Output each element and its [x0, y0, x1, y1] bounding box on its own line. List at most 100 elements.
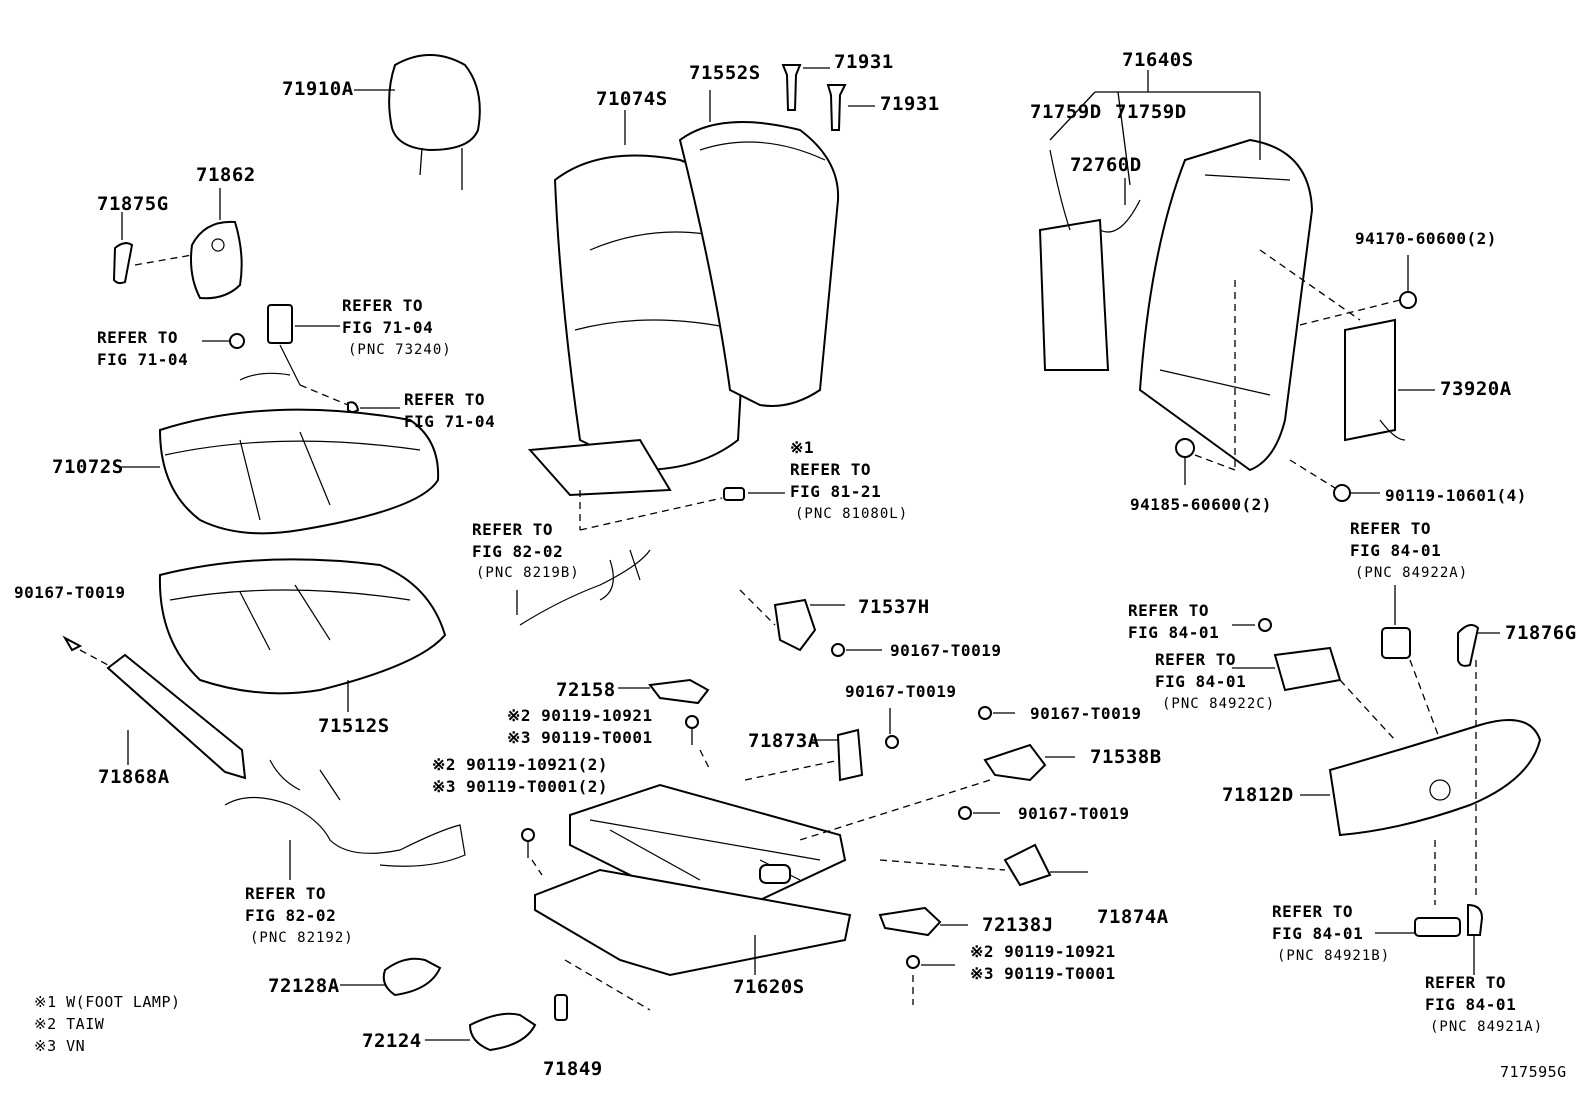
part-number-71876g: 71876G — [1505, 622, 1577, 644]
refer-to-pnc: (PNC 84922A) — [1355, 565, 1469, 581]
part-number-71537h: 71537H — [858, 596, 930, 618]
part-number-71759d: 71759D — [1115, 101, 1187, 123]
part-number-90119-vn: ※3 90119-T0001 — [507, 728, 653, 747]
refer-to-pnc: (PNC 81080L) — [795, 506, 909, 522]
refer-to-fig: FIG 71-04 — [97, 350, 189, 369]
part-number-71931: 71931 — [880, 93, 940, 115]
refer-to-label: REFER TO — [245, 884, 327, 903]
refer-to-fig: FIG 81-21 — [790, 482, 882, 501]
refer-to-pnc: (PNC 8219B) — [476, 565, 580, 581]
foot-lamp-connector-drawing — [579, 487, 785, 531]
nut-bolt-drawing — [1175, 280, 1380, 502]
refer-to-label: REFER TO — [404, 390, 486, 409]
rail-cover-drawing — [340, 957, 651, 1052]
part-number-71552s: 71552S — [689, 62, 761, 84]
bracket-71538b-drawing — [799, 706, 1075, 841]
seatback-frame-drawing — [1049, 70, 1314, 472]
part-number-71931: 71931 — [834, 51, 894, 73]
refer-to-label: REFER TO — [1425, 973, 1507, 992]
part-number-71868a: 71868A — [98, 766, 170, 788]
part-number-90167: 90167-T0019 — [14, 583, 126, 602]
part-number-72760d: 72760D — [1070, 154, 1142, 176]
part-number-90119-taiw: ※2 90119-10921 — [970, 942, 1116, 961]
part-number-71640s: 71640S — [1122, 49, 1194, 71]
adjuster-knob-drawing — [1375, 660, 1484, 975]
refer-to-label: REFER TO — [97, 328, 179, 347]
headrest-drawing — [354, 54, 481, 190]
bracket-71874a-drawing — [879, 806, 1088, 887]
part-number-90119-vn: ※3 90119-T0001 — [970, 964, 1116, 983]
refer-to-fig: FIG 84-01 — [1272, 924, 1364, 943]
refer-to-fig: FIG 82-02 — [472, 542, 564, 561]
part-number-71873a: 71873A — [748, 730, 820, 752]
cover-72158-drawing — [618, 678, 710, 705]
part-number-90167: 90167-T0019 — [1018, 804, 1130, 823]
refer-to-fig: FIG 71-04 — [404, 412, 496, 431]
refer-to-pnc: (PNC 82192) — [250, 930, 354, 946]
seatback-pad-drawing — [678, 90, 840, 407]
seat-side-shield-drawing — [1300, 719, 1542, 905]
part-number-73920a: 73920A — [1440, 378, 1512, 400]
refer-to-label: REFER TO — [1128, 601, 1210, 620]
lumbar-support-drawing — [1038, 149, 1141, 371]
refer-to-fig: FIG 84-01 — [1350, 541, 1442, 560]
refer-to-fig: FIG 84-01 — [1155, 672, 1247, 691]
part-number-71910a: 71910A — [282, 78, 354, 100]
refer-to-pnc: (PNC 84921A) — [1430, 1019, 1544, 1035]
part-number-72124: 72124 — [362, 1030, 422, 1052]
diagram-id: 717595G — [1500, 1063, 1567, 1081]
cushion-shield-drawing — [62, 635, 247, 780]
clip-drawing — [781, 64, 875, 131]
part-number-94185: 94185-60600(2) — [1130, 495, 1272, 514]
refer-to-label: REFER TO — [342, 296, 424, 315]
footnote-1: ※1 W(FOOT LAMP) — [34, 993, 181, 1011]
part-number-90119-10601: 90119-10601(4) — [1385, 486, 1527, 505]
refer-to-label: REFER TO — [790, 460, 872, 479]
footnote-2: ※2 TAIW — [34, 1015, 105, 1033]
bracket-71873a-drawing — [744, 708, 899, 782]
power-seat-switch-drawing — [1232, 585, 1500, 741]
seat-cushion-cover-drawing — [120, 408, 440, 535]
bolt-drawing — [521, 715, 711, 876]
wire-8219b-drawing — [516, 549, 651, 626]
part-number-71072s: 71072S — [52, 456, 124, 478]
refer-to-fig: FIG 82-02 — [245, 906, 337, 925]
bracket-71537h-drawing — [739, 589, 882, 657]
part-number-90167: 90167-T0019 — [1030, 704, 1142, 723]
refer-to-pnc: (PNC 73240) — [348, 342, 452, 358]
refer-to-label: REFER TO — [1155, 650, 1237, 669]
part-number-71074s: 71074S — [596, 88, 668, 110]
refer-to-fig: FIG 84-01 — [1128, 623, 1220, 642]
part-number-71849: 71849 — [543, 1058, 603, 1080]
footnote-3: ※3 VN — [34, 1037, 86, 1055]
part-number-90167: 90167-T0019 — [890, 641, 1002, 660]
refer-to-label: REFER TO — [472, 520, 554, 539]
side-airbag-drawing — [1259, 249, 1435, 442]
part-number-72158: 72158 — [556, 679, 616, 701]
part-number-71862: 71862 — [196, 164, 256, 186]
seat-adjuster-drawing — [534, 783, 852, 977]
refer-to-label: REFER TO — [1350, 519, 1432, 538]
seatback-cover-drawing — [527, 110, 750, 497]
part-number-72138j: 72138J — [982, 914, 1054, 936]
part-number-71874a: 71874A — [1097, 906, 1169, 928]
recliner-cover-drawing — [112, 188, 243, 300]
refer-to-pnc: (PNC 84922C) — [1162, 696, 1276, 712]
part-number-90119-taiw: ※2 90119-10921 — [507, 706, 653, 725]
part-number-71538b: 71538B — [1090, 746, 1162, 768]
part-number-72128a: 72128A — [268, 975, 340, 997]
note-marker: ※1 — [790, 438, 815, 457]
part-number-71620s: 71620S — [733, 976, 805, 998]
part-number-90119-vn: ※3 90119-T0001(2) — [432, 777, 609, 796]
cover-72138j-drawing — [878, 906, 968, 1005]
seat-cushion-pad-drawing — [158, 558, 447, 712]
refer-to-pnc: (PNC 84921B) — [1277, 948, 1391, 964]
refer-to-label: REFER TO — [1272, 902, 1354, 921]
part-number-94170: 94170-60600(2) — [1355, 229, 1497, 248]
part-number-71512s: 71512S — [318, 715, 390, 737]
part-number-90167: 90167-T0019 — [845, 682, 957, 701]
part-number-71875g: 71875G — [97, 193, 169, 215]
part-number-90119-taiw: ※2 90119-10921(2) — [432, 755, 609, 774]
